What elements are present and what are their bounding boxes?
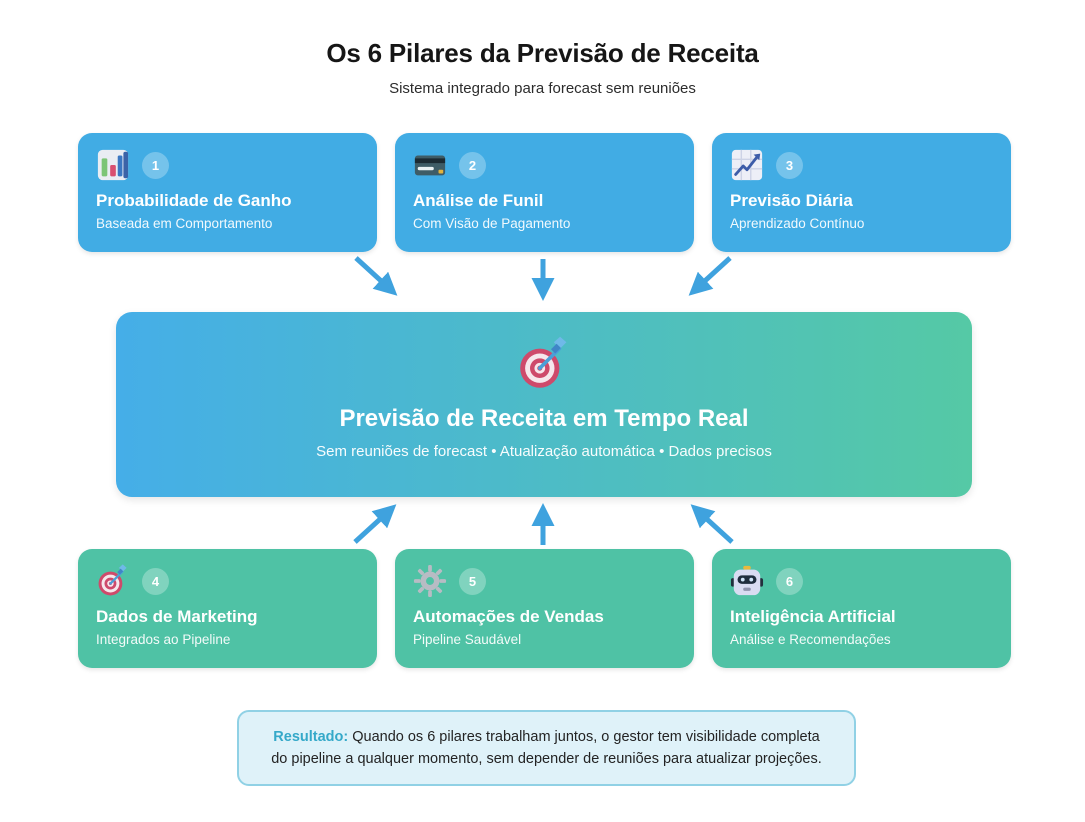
card-head: 3 bbox=[730, 147, 993, 183]
pillar-card-probabilidade: 1 Probabilidade de Ganho Baseada em Comp… bbox=[78, 133, 377, 252]
center-subtitle: Sem reuniões de forecast • Atualização a… bbox=[316, 443, 772, 460]
pillar-row-top: 1 Probabilidade de Ganho Baseada em Comp… bbox=[78, 133, 1011, 252]
pillar-subtitle: Com Visão de Pagamento bbox=[413, 216, 571, 231]
gear-icon bbox=[413, 564, 447, 598]
pillar-subtitle: Baseada em Comportamento bbox=[96, 216, 273, 231]
credit-card-icon bbox=[413, 148, 447, 182]
center-box: Previsão de Receita em Tempo Real Sem re… bbox=[116, 312, 972, 497]
target-icon bbox=[96, 564, 130, 598]
target-icon bbox=[516, 336, 572, 397]
pillar-card-previsao-diaria: 3 Previsão Diária Aprendizado Contínuo bbox=[712, 133, 1011, 252]
arrow-up-right bbox=[690, 504, 734, 544]
card-head: 4 bbox=[96, 563, 359, 599]
card-head: 6 bbox=[730, 563, 993, 599]
arrow-up-left bbox=[353, 504, 397, 544]
card-head: 2 bbox=[413, 147, 676, 183]
pillar-card-analise-funil: 2 Análise de Funil Com Visão de Pagament… bbox=[395, 133, 694, 252]
pillar-title: Previsão Diária bbox=[730, 191, 853, 210]
pillar-subtitle: Pipeline Saudável bbox=[413, 632, 522, 647]
chart-increasing-icon bbox=[730, 148, 764, 182]
pillar-card-inteligencia-artificial: 6 Inteligência Artificial Análise e Reco… bbox=[712, 549, 1011, 668]
pillar-card-automacoes-vendas: 5 Automações de Vendas Pipeline Saudável bbox=[395, 549, 694, 668]
pillar-number-badge: 3 bbox=[776, 151, 803, 179]
pillar-row-bottom: 4 Dados de Marketing Integrados ao Pipel… bbox=[78, 549, 1011, 668]
bar-chart-icon bbox=[96, 148, 130, 182]
pillar-title: Probabilidade de Ganho bbox=[96, 191, 292, 210]
pillar-title: Inteligência Artificial bbox=[730, 607, 896, 626]
result-text-block: Resultado: Quando os 6 pilares trabalham… bbox=[265, 726, 828, 771]
pillar-number-badge: 6 bbox=[776, 567, 803, 595]
pillar-title: Análise de Funil bbox=[413, 191, 544, 210]
pillar-subtitle: Aprendizado Contínuo bbox=[730, 216, 865, 231]
center-title: Previsão de Receita em Tempo Real bbox=[339, 405, 749, 432]
page-subtitle: Sistema integrado para forecast sem reun… bbox=[389, 80, 696, 97]
result-box: Resultado: Quando os 6 pilares trabalham… bbox=[237, 710, 856, 786]
robot-icon bbox=[730, 564, 764, 598]
pillar-subtitle: Análise e Recomendações bbox=[730, 632, 891, 647]
result-text: Quando os 6 pilares trabalham juntos, o … bbox=[271, 728, 822, 767]
pillar-number-badge: 4 bbox=[142, 567, 169, 595]
arrow-down-right bbox=[688, 256, 732, 296]
card-head: 5 bbox=[413, 563, 676, 599]
pillar-card-dados-marketing: 4 Dados de Marketing Integrados ao Pipel… bbox=[78, 549, 377, 668]
pillar-title: Automações de Vendas bbox=[413, 607, 604, 626]
pillar-number-badge: 2 bbox=[459, 151, 486, 179]
card-head: 1 bbox=[96, 147, 359, 183]
arrow-down-left bbox=[354, 256, 398, 296]
pillar-number-badge: 5 bbox=[459, 567, 486, 595]
result-label: Resultado: bbox=[273, 728, 349, 745]
pillar-number-badge: 1 bbox=[142, 151, 169, 179]
pillar-subtitle: Integrados ao Pipeline bbox=[96, 632, 231, 647]
page-title: Os 6 Pilares da Previsão de Receita bbox=[326, 38, 759, 68]
pillar-title: Dados de Marketing bbox=[96, 607, 258, 626]
